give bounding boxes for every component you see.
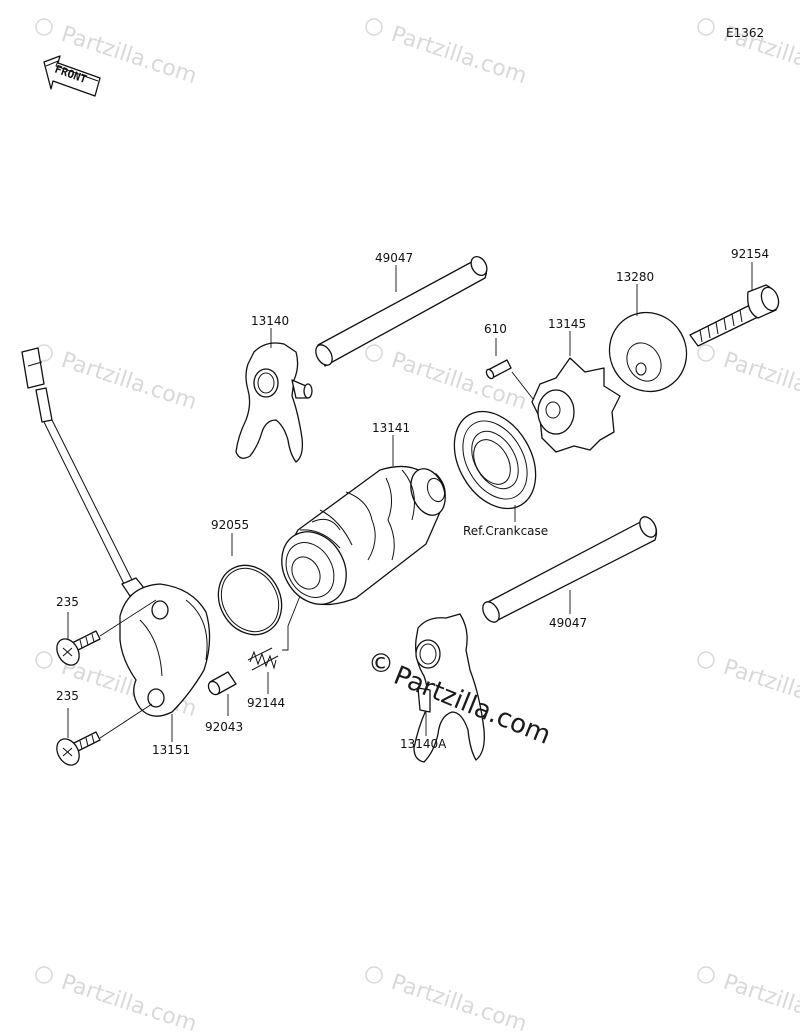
label-spring: 92144 [247,696,285,710]
label-plunger: 92043 [205,720,243,734]
detent-plate [608,311,688,393]
svg-text:Partzilla.com: Partzilla.com [720,970,800,1033]
label-plate: 13280 [616,270,654,284]
o-ring [217,564,283,636]
shaft-lower [482,516,658,623]
label-cam: 13145 [548,317,586,331]
label-shaft-upper: 49047 [375,251,413,265]
plunger [207,671,237,696]
watermark: Partzilla.com [365,966,530,1033]
reference-crankcase: Ref.Crankcase [463,524,548,538]
bolt [689,284,780,347]
front-arrow-icon: FRONT [43,55,101,97]
shift-fork-upper [235,342,313,463]
svg-text:Partzilla.com: Partzilla.com [58,348,200,415]
shift-cam [531,357,621,453]
label-pin: 610 [484,322,507,336]
label-oring: 92055 [211,518,249,532]
svg-text:Partzilla.com: Partzilla.com [720,655,800,722]
neutral-sensor [21,347,211,717]
svg-text:Partzilla.com: Partzilla.com [388,970,530,1033]
svg-text:Partzilla.com: Partzilla.com [388,22,530,89]
svg-text:Partzilla.com: Partzilla.com [388,348,530,415]
watermark: Partzilla.com [697,966,800,1033]
watermark: Partzilla.com [697,344,800,415]
watermark: Partzilla.com [365,18,530,89]
label-fork-upper: 13140 [251,314,289,328]
label-screw-bottom: 235 [56,689,79,703]
watermark: Partzilla.com [697,651,800,722]
pin [485,359,512,380]
label-sensor: 13151 [152,743,190,757]
label-screw-top: 235 [56,595,79,609]
copyright-icon: © [368,649,394,679]
diagram-code: E1362 [726,26,764,40]
svg-text:Partzilla.com: Partzilla.com [720,348,800,415]
watermark: Partzilla.com [35,966,200,1033]
bearing [453,410,537,510]
shift-drum [281,465,446,606]
shaft-upper [315,256,488,367]
svg-text:Partzilla.com: Partzilla.com [58,970,200,1033]
label-shaft-lower: 49047 [549,616,587,630]
label-drum: 13141 [372,421,410,435]
screw-top [56,630,101,666]
watermark: Partzilla.com [365,344,530,415]
label-bolt: 92154 [731,247,769,261]
spring [247,647,279,671]
shift-fork-lower [413,613,485,763]
screw-bottom [56,731,101,766]
watermark: Partzilla.com [35,344,200,415]
label-fork-lower: 13140A [400,737,447,751]
